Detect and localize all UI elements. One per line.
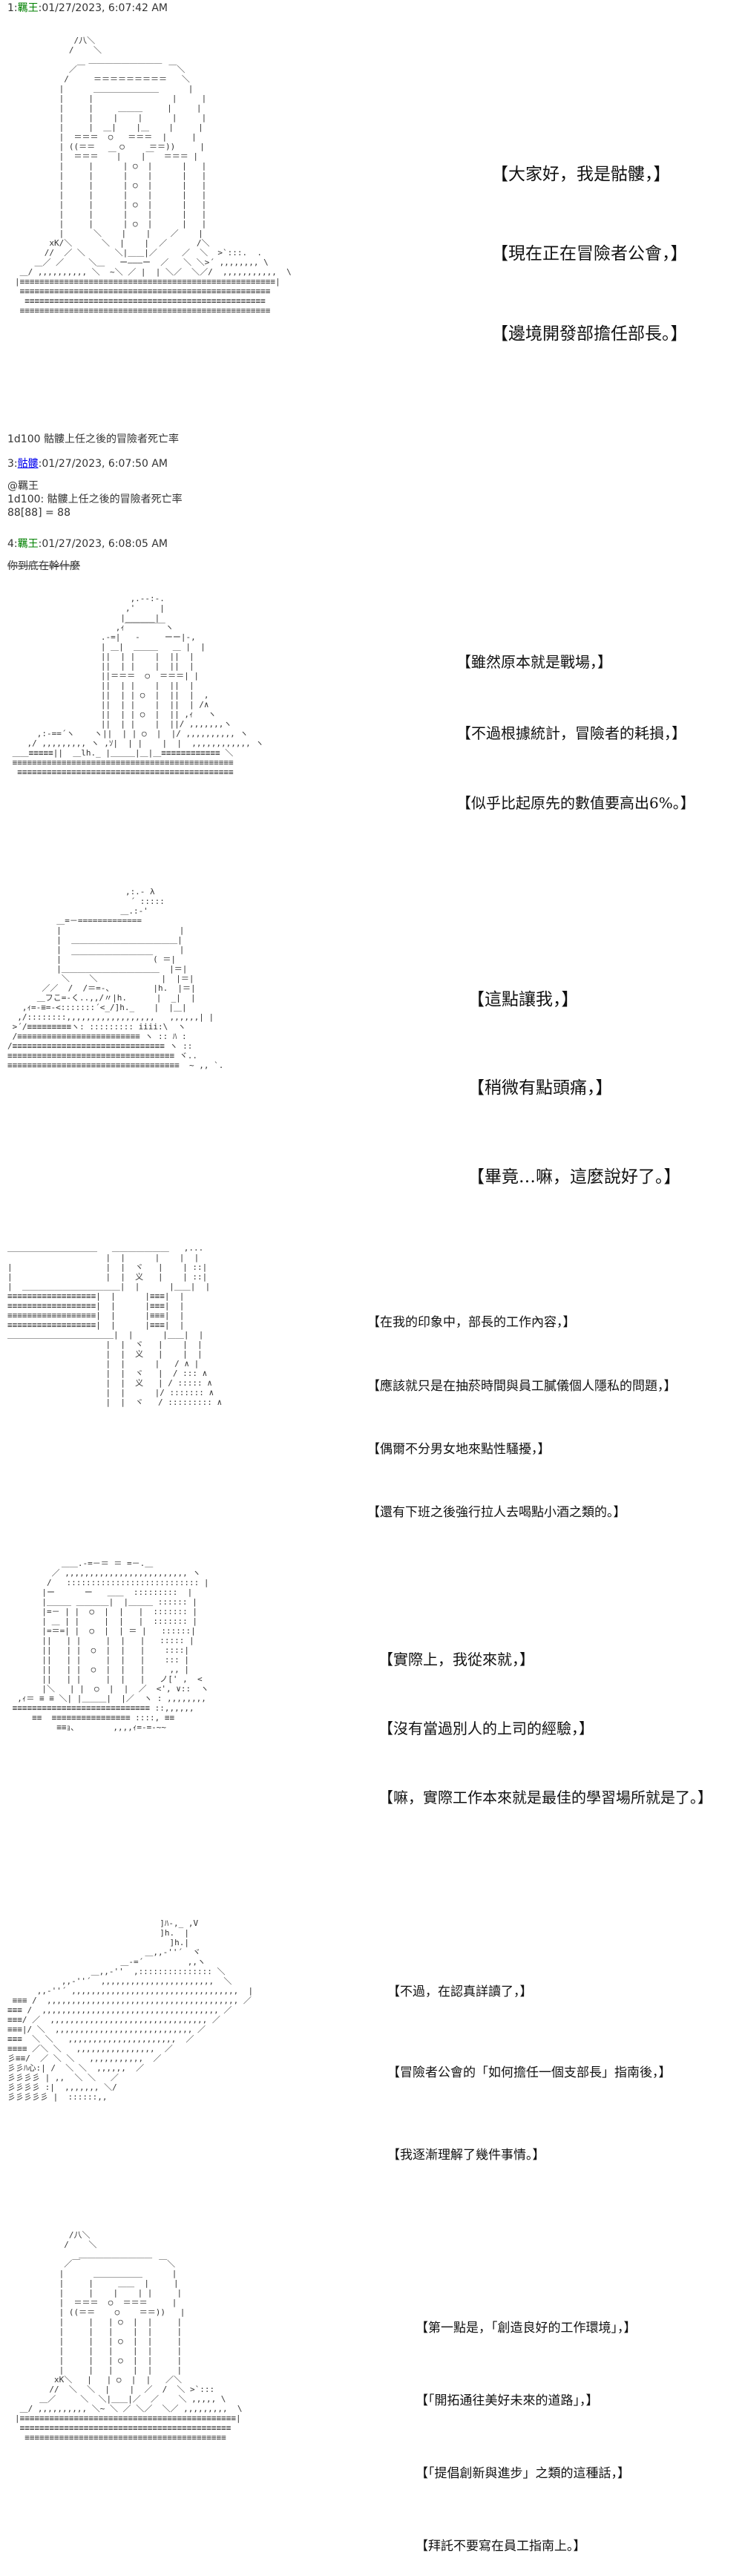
ascii-art-panel-6: ]ﾊ-,_ ,V ]h. | ]h.| ＿,,-''´ ヾ ＿-=´ ,,ヽ ＿… bbox=[7, 1918, 254, 2102]
dialog-line: 【不過，在認真詳讀了，】 bbox=[387, 1985, 533, 1999]
dialog-line: 【實際上，我從來就，】 bbox=[378, 1651, 534, 1668]
dialog-line: 【在我的印象中，部長的工作內容，】 bbox=[367, 1315, 576, 1330]
ascii-art-panel-7: /八＼ / ＼ ＿＿＿＿＿＿＿＿＿ ／￣ ￣＼ | ＿＿＿＿＿＿ | | | ＿… bbox=[15, 2230, 243, 2442]
dialog-line: 【偶爾不分男女地來點性騷擾，】 bbox=[367, 1442, 551, 1457]
dialog-line: 【嘛，實際工作本來就是最佳的學習場所就是了。】 bbox=[378, 1789, 712, 1806]
ascii-art-panel-4: ＿＿＿＿＿＿＿＿＿＿＿ ＿＿＿＿＿＿＿ ,... | | | | | | | |… bbox=[7, 1243, 223, 1407]
dice-result: 88[88] = 88 bbox=[7, 507, 70, 519]
post-header: 1:羈王:01/27/2023, 6:07:42 AM bbox=[7, 1, 735, 15]
post-date: :01/27/2023, 6:08:05 AM bbox=[38, 538, 168, 550]
poster-name[interactable]: 羈王 bbox=[17, 2, 39, 14]
dialog-line: 【拜託不要寫在員工指南上。】 bbox=[416, 2539, 586, 2554]
post-1: 1:羈王:01/27/2023, 6:07:42 AM bbox=[7, 1, 735, 15]
dialog-line: 【不過根據統計，冒險者的耗損，】 bbox=[456, 724, 686, 742]
post-4: 4:羈王:01/27/2023, 6:08:05 AM 你到底在幹什麼 bbox=[7, 537, 735, 573]
ascii-art-panel-5: ＿＿.-=－＝ ＝ =－.＿ ／ ,,,,,,,,,,,,,,,,,,,,,,,… bbox=[12, 1559, 209, 1732]
dialog-line: 【沒有當過別人的上司的經驗，】 bbox=[378, 1720, 594, 1737]
dialog-line: 【雖然原本就是戰場，】 bbox=[456, 653, 612, 671]
post-header: 3:骷髏:01/27/2023, 6:07:50 AM bbox=[7, 457, 735, 471]
dialog-line: 【稍微有點頭痛，】 bbox=[467, 1078, 613, 1098]
ascii-art-panel-2: ,.--:-. ,' | |______| ,ｨ￣￣￣￣￣ヽ .-=| - ーー… bbox=[12, 594, 264, 777]
dice-roll-1: 1d100 骷髏上任之後的冒險者死亡率 bbox=[7, 433, 735, 446]
dialog-line: 【應該就只是在抽菸時間與員工膩儀個人隱私的問題，】 bbox=[367, 1379, 677, 1394]
dialog-line: 【似乎比起原先的數值要高出6%。】 bbox=[456, 794, 695, 812]
strikethrough-text: 你到底在幹什麼 bbox=[7, 560, 80, 572]
dice-roll-text: 1d100 骷髏上任之後的冒險者死亡率 bbox=[7, 433, 179, 445]
dialog-line: 【畢竟…嘛，這麼說好了。】 bbox=[467, 1167, 681, 1187]
dialog-line: 【冒險者公會的「如何擔任一個支部長」指南後，】 bbox=[387, 2065, 672, 2080]
dialog-line: 【還有下班之後強行拉人去喝點小酒之類的。】 bbox=[367, 1505, 626, 1520]
ascii-art-panel-3: ,:.‐ λ ´ ::::: ＿.:-' ＿=－============= | … bbox=[7, 887, 224, 1070]
dialog-line: 【現在正在冒險者公會，】 bbox=[491, 244, 688, 263]
poster-name[interactable]: 羈王 bbox=[17, 538, 39, 550]
dialog-line: 【大家好，我是骷髏，】 bbox=[491, 165, 671, 184]
post-header: 4:羈王:01/27/2023, 6:08:05 AM bbox=[7, 537, 735, 551]
post-date: :01/27/2023, 6:07:42 AM bbox=[38, 2, 168, 14]
dialog-line: 【「提倡創新與進步」之類的這種話，】 bbox=[416, 2466, 630, 2481]
dialog-line: 【我逐漸理解了幾件事情。】 bbox=[387, 2148, 545, 2163]
dialog-line: 【「開拓通往美好未來的道路」，】 bbox=[416, 2393, 599, 2408]
post-number: 4: bbox=[7, 538, 18, 550]
dialog-line: 【邊境開發部擔任部長。】 bbox=[491, 324, 688, 344]
post-number: 3: bbox=[7, 458, 18, 470]
post-3: 3:骷髏:01/27/2023, 6:07:50 AM @羈王 1d100: 骷… bbox=[7, 457, 735, 520]
post-number: 1: bbox=[7, 2, 18, 14]
poster-name[interactable]: 骷髏 bbox=[17, 458, 39, 470]
ascii-art-panel-1: /八＼ / ＼ ＿＿＿＿＿＿＿＿＿ ／￣ ￣＼ / ＝＝＝＝＝＝＝＝＝ ＼ | … bbox=[15, 36, 292, 315]
dialog-line: 【這點讓我，】 bbox=[467, 990, 579, 1009]
reply-mention[interactable]: @羈王 bbox=[7, 480, 39, 492]
dialog-line: 【第一點是，「創造良好的工作環境」，】 bbox=[416, 2321, 637, 2336]
dice-roll-text: 1d100: 骷髏上任之後的冒險者死亡率 bbox=[7, 494, 183, 505]
post-date: :01/27/2023, 6:07:50 AM bbox=[38, 458, 168, 470]
